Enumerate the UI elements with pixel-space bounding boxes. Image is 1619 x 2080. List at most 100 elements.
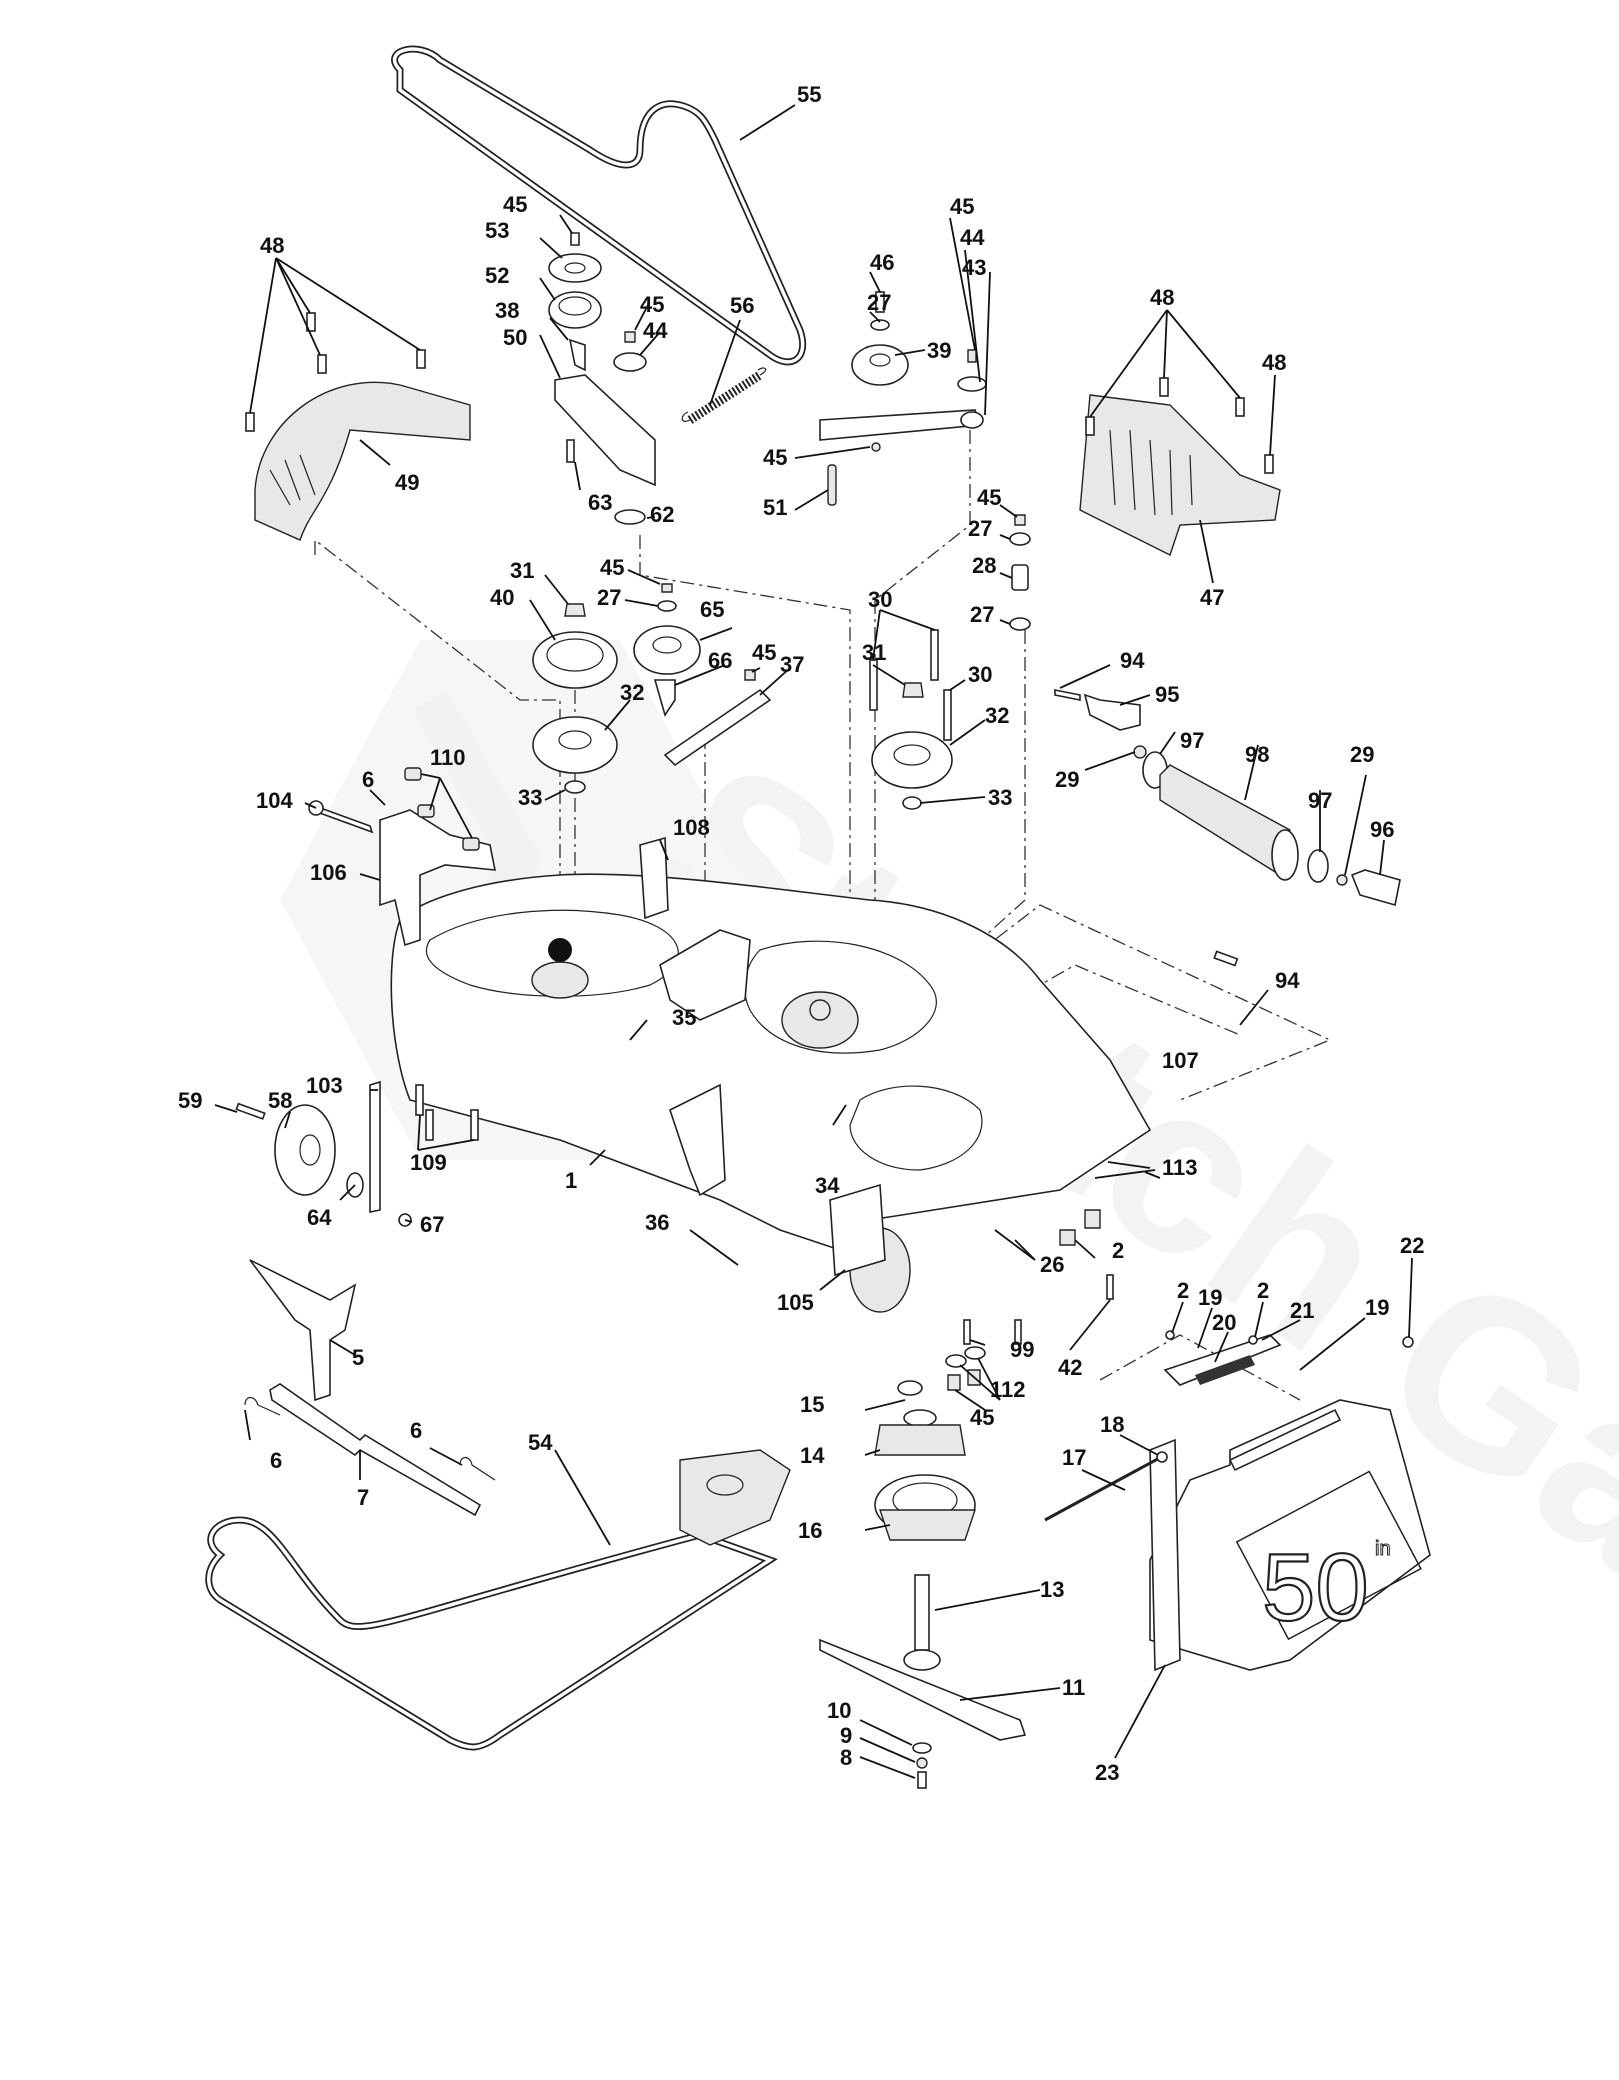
callout-32: 32 (985, 703, 1009, 728)
callout-54: 54 (528, 1430, 553, 1455)
callout-5: 5 (352, 1345, 364, 1370)
callout-107: 107 (1162, 1048, 1199, 1073)
callout-103: 103 (306, 1073, 343, 1098)
callout-58: 58 (268, 1088, 292, 1113)
callout-35: 35 (672, 1005, 696, 1030)
callout-29: 29 (1055, 767, 1079, 792)
callout-105: 105 (777, 1290, 814, 1315)
callout-51: 51 (763, 495, 787, 520)
callout-30: 30 (968, 662, 992, 687)
spring-56 (681, 367, 767, 424)
callout-106: 106 (310, 860, 347, 885)
callout-104: 104 (256, 788, 293, 813)
callout-59: 59 (178, 1088, 202, 1113)
callout-97: 97 (1308, 788, 1332, 813)
callout-23: 23 (1095, 1760, 1119, 1785)
callout-113: 113 (1162, 1155, 1198, 1180)
deck-size-badge-unit: in (1375, 1538, 1391, 1560)
deck-housing (390, 873, 1152, 1251)
callout-17: 17 (1062, 1445, 1086, 1470)
discharge-chute-assembly: 50 in (1044, 1330, 1431, 1672)
callout-112: 112 (990, 1377, 1026, 1402)
callout-52: 52 (485, 263, 509, 288)
callout-96: 96 (1370, 817, 1394, 842)
pulley-stack-upper (548, 232, 602, 372)
anti-scalp-roller-assembly (1054, 689, 1401, 967)
front-bracket-5 (249, 1259, 357, 1402)
callout-44: 44 (643, 318, 668, 343)
callout-13: 13 (1040, 1577, 1064, 1602)
idler-pulley-65 (633, 583, 772, 767)
callout-11: 11 (1062, 1675, 1085, 1700)
callout-labels: 55 45 53 52 38 50 45 44 56 63 62 48 49 4… (178, 82, 1424, 1785)
callout-45: 45 (950, 194, 974, 219)
callout-34: 34 (815, 1173, 840, 1198)
deck-size-badge: 50 (1262, 1534, 1369, 1641)
callout-43: 43 (962, 255, 986, 280)
callout-30: 30 (868, 587, 892, 612)
callout-67: 67 (420, 1212, 444, 1237)
callout-31: 31 (510, 558, 534, 583)
callout-110: 110 (430, 745, 466, 770)
callout-64: 64 (307, 1205, 332, 1230)
callout-6: 6 (362, 767, 374, 792)
callout-63: 63 (588, 490, 612, 515)
callout-10: 10 (827, 1698, 851, 1723)
watermark-logo: Stretch Garden (280, 640, 1619, 1922)
callout-31: 31 (862, 640, 886, 665)
callout-1: 1 (565, 1168, 577, 1193)
callout-48: 48 (1150, 285, 1174, 310)
callout-108: 108 (673, 815, 710, 840)
callout-39: 39 (927, 338, 951, 363)
callout-28: 28 (972, 553, 996, 578)
callout-48: 48 (260, 233, 284, 258)
callout-15: 15 (800, 1392, 824, 1417)
link-arm-7 (244, 1383, 496, 1517)
callout-37: 37 (780, 652, 804, 677)
callout-16: 16 (798, 1518, 822, 1543)
callout-97: 97 (1180, 728, 1204, 753)
callout-45: 45 (763, 445, 787, 470)
bracket-108 (639, 836, 669, 920)
leader-lines (214, 104, 1413, 1779)
spindle-pulley-stack-right (869, 629, 953, 810)
callout-48: 48 (1262, 350, 1286, 375)
right-belt-cover (1079, 377, 1281, 556)
callout-22: 22 (1400, 1233, 1424, 1258)
callout-19: 19 (1198, 1285, 1222, 1310)
callout-109: 109 (410, 1150, 447, 1175)
callout-94: 94 (1120, 648, 1145, 673)
callout-66: 66 (708, 648, 732, 673)
callout-27: 27 (867, 290, 891, 315)
callout-6: 6 (270, 1448, 282, 1473)
callout-27: 27 (597, 585, 621, 610)
callout-29: 29 (1350, 742, 1374, 767)
drive-belt-54 (205, 1449, 791, 1751)
callout-53: 53 (485, 218, 509, 243)
callout-8: 8 (840, 1745, 852, 1770)
callout-2: 2 (1112, 1238, 1124, 1263)
callout-99: 99 (1010, 1337, 1034, 1362)
callout-33: 33 (518, 785, 542, 810)
callout-14: 14 (800, 1443, 825, 1468)
callout-27: 27 (968, 516, 992, 541)
callout-49: 49 (395, 470, 419, 495)
callout-18: 18 (1100, 1412, 1124, 1437)
callout-65: 65 (700, 597, 724, 622)
callout-32: 32 (620, 680, 644, 705)
callout-21: 21 (1290, 1298, 1314, 1323)
callout-95: 95 (1155, 682, 1179, 707)
idler-arm-43 (819, 291, 987, 506)
left-belt-cover (254, 381, 471, 541)
callout-98: 98 (1245, 742, 1269, 767)
callout-6: 6 (410, 1418, 422, 1443)
callout-38: 38 (495, 298, 519, 323)
callout-45: 45 (977, 485, 1001, 510)
callout-42: 42 (1058, 1355, 1082, 1380)
callout-33: 33 (988, 785, 1012, 810)
callout-46: 46 (870, 250, 894, 275)
spindle-pulley-stack-left (532, 603, 618, 794)
callout-40: 40 (490, 585, 514, 610)
idler-bracket-50 (554, 374, 656, 525)
